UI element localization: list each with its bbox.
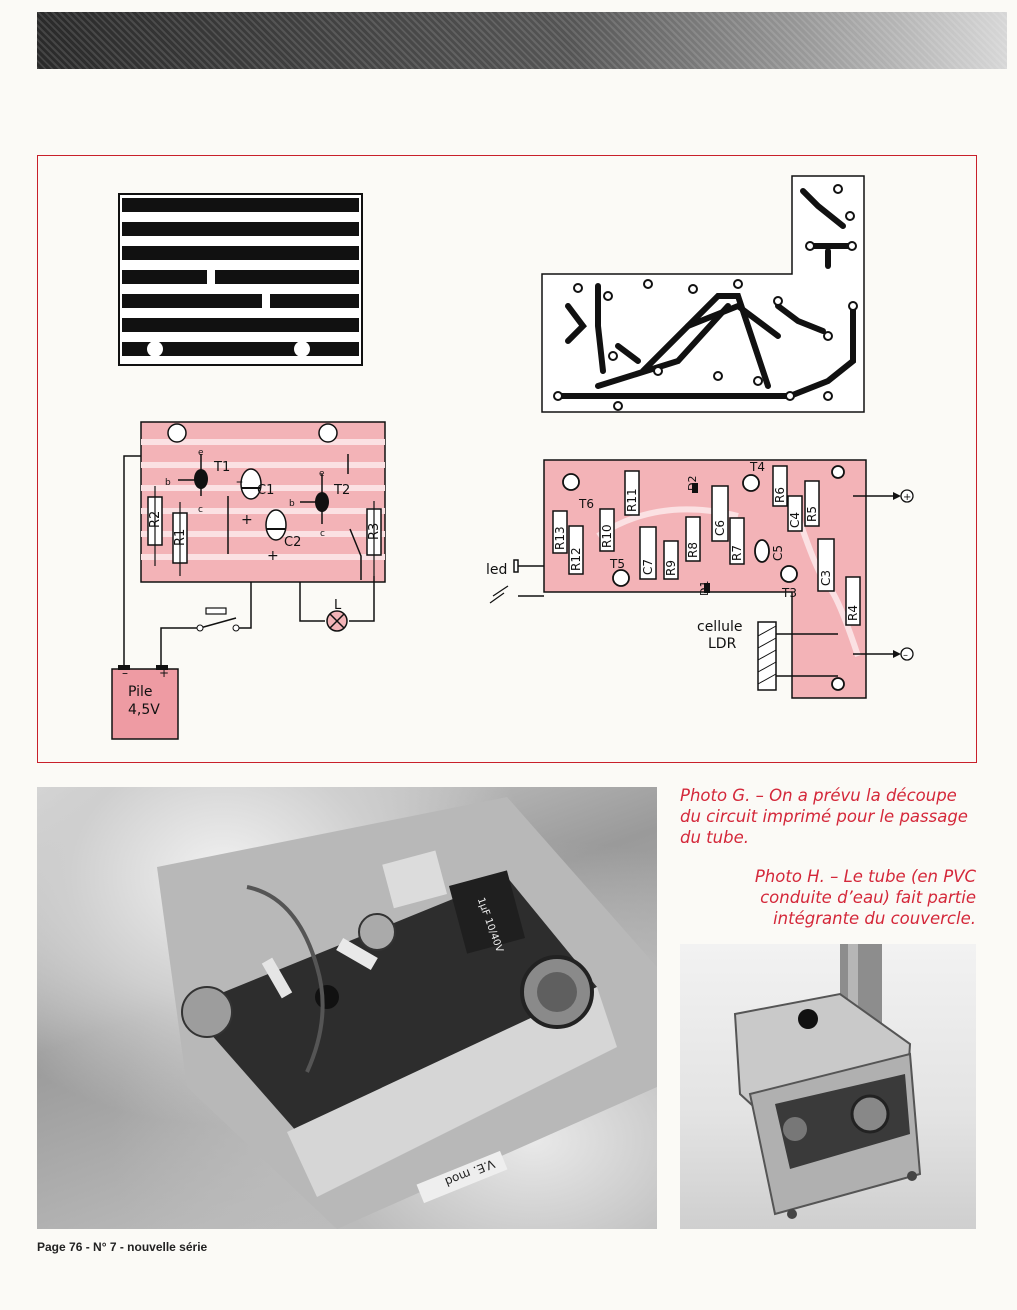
label-r11: R11 xyxy=(625,488,639,512)
label-r8: R8 xyxy=(686,542,700,558)
label-t6: T6 xyxy=(578,497,594,511)
label-t1: T1 xyxy=(213,460,230,475)
label-c5: C5 xyxy=(771,545,785,561)
label-b-t1: b xyxy=(165,478,171,488)
label-c-t1: c xyxy=(198,505,203,515)
label-r4: R4 xyxy=(846,605,860,621)
label-out-plus: + xyxy=(903,492,911,503)
label-r1: R1 xyxy=(173,529,188,546)
label-led: led xyxy=(486,562,507,578)
caption-photo-g: Photo G. – On a prévu la découpe du circ… xyxy=(680,786,968,847)
page-footer: Page 76 - N° 7 - nouvelle série xyxy=(37,1240,208,1254)
label-cellule: cellule xyxy=(697,619,742,635)
caption-photo-h: Photo H. – Le tube (en PVC conduite d’ea… xyxy=(754,867,976,928)
label-e-t1: e xyxy=(198,448,204,458)
label-t2: T2 xyxy=(333,483,350,498)
stripboard-component-view xyxy=(111,421,386,740)
pcb-component-view xyxy=(489,459,914,699)
label-c2: C2 xyxy=(284,535,301,550)
pcb-copper-view xyxy=(541,175,865,413)
label-pile-plus: + xyxy=(159,666,169,680)
label-c7: C7 xyxy=(641,559,655,575)
photo-h-illustration xyxy=(733,944,922,1219)
circuit-figure: T1 T2 C1 C2 L b e c b e c – + + R2 R1 R3… xyxy=(37,155,977,763)
label-t5: T5 xyxy=(609,557,625,571)
label-r6: R6 xyxy=(773,487,787,503)
label-c1-minus: – xyxy=(236,474,243,490)
label-c-t2: c xyxy=(320,529,325,539)
label-c2-plus: + xyxy=(267,548,279,564)
label-c6: C6 xyxy=(713,520,727,536)
circuit-diagrams-svg: T1 T2 C1 C2 L b e c b e c – + + R2 R1 R3… xyxy=(111,175,914,740)
label-c4: C4 xyxy=(788,512,802,528)
label-pile: Pile xyxy=(128,684,153,700)
photo-g-illustration: 1µF 10/40V V.E. mod xyxy=(157,797,657,1229)
label-d2: D2 xyxy=(686,476,699,491)
label-b-t2: b xyxy=(289,499,295,509)
label-r12: R12 xyxy=(569,547,583,571)
label-r5: R5 xyxy=(805,506,819,522)
label-c1: C1 xyxy=(257,483,274,498)
stripboard-copper-view xyxy=(118,193,363,366)
photo-g: 1µF 10/40V V.E. mod xyxy=(37,787,657,1229)
photo-h xyxy=(680,944,976,1229)
header-band xyxy=(37,12,1007,69)
label-r13: R13 xyxy=(553,526,567,550)
label-r2: R2 xyxy=(148,511,163,528)
label-t4: T4 xyxy=(749,460,765,474)
label-c3: C3 xyxy=(819,570,833,586)
label-out-minus: – xyxy=(903,650,908,661)
label-d1: D1 xyxy=(698,581,711,596)
label-pile-voltage: 4,5V xyxy=(128,702,160,718)
label-t3: T3 xyxy=(781,586,797,600)
label-r10: R10 xyxy=(600,524,614,548)
label-e-t2: e xyxy=(319,469,325,479)
label-r3: R3 xyxy=(367,523,382,540)
label-pile-minus: – xyxy=(122,666,128,680)
label-r9: R9 xyxy=(664,560,678,576)
label-l: L xyxy=(334,598,342,613)
label-c1-plus: + xyxy=(241,512,253,528)
label-ldr: LDR xyxy=(708,636,737,652)
label-r7: R7 xyxy=(730,545,744,561)
